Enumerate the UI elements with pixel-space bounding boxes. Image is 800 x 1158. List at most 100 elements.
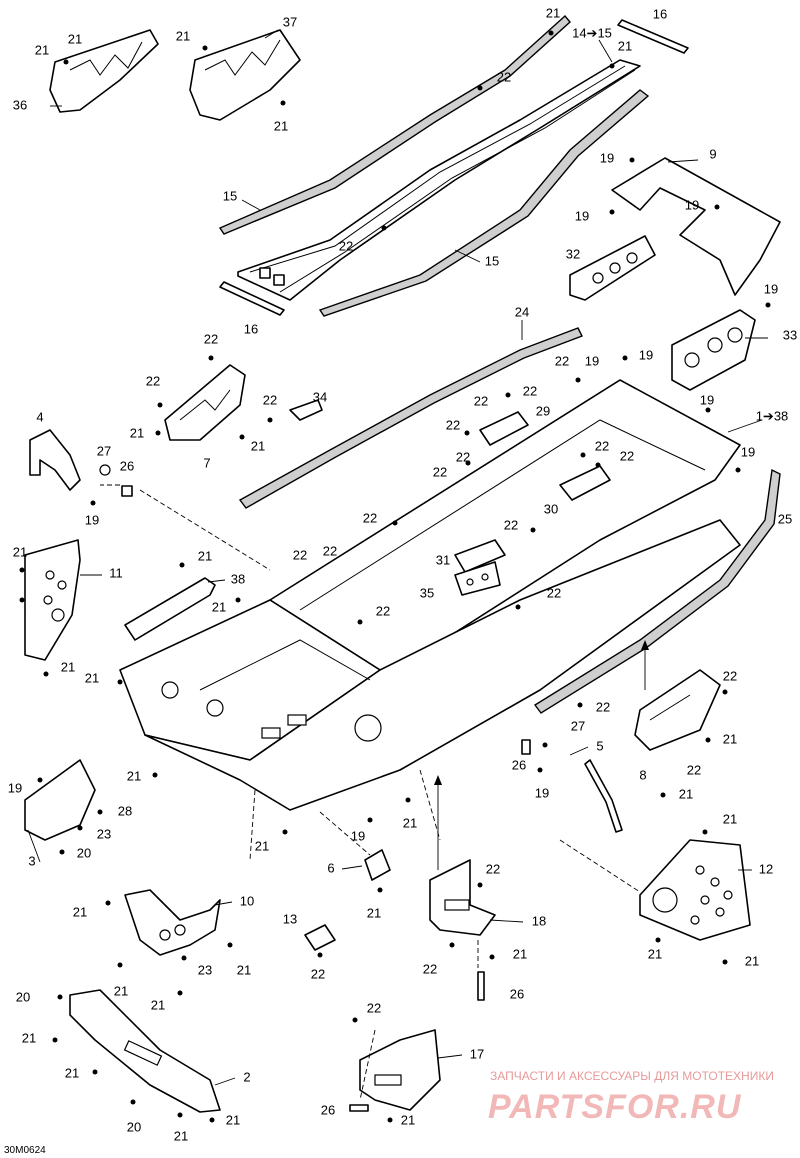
- callout-label: 22: [323, 543, 337, 558]
- callout-label: 22: [547, 585, 561, 600]
- bumper-block: [273, 274, 285, 286]
- callout-label: 28: [118, 803, 132, 818]
- callout-label: 22: [687, 762, 701, 777]
- callout-label: 20: [77, 845, 91, 860]
- callout-label: 22: [555, 353, 569, 368]
- callout-label: 18: [532, 913, 546, 928]
- plate-32: [569, 235, 656, 301]
- bracket-35: [454, 561, 501, 596]
- callout-label: 21: [151, 997, 165, 1012]
- callout-label: 22: [363, 510, 377, 525]
- callout-label: 23: [198, 962, 212, 977]
- callout-label: 22: [293, 547, 307, 562]
- hardware: [19, 30, 771, 1123]
- callout-label: 19: [575, 208, 589, 223]
- callout-label: 32: [566, 246, 580, 261]
- callout-label: 27: [97, 443, 111, 458]
- callout-label: 20: [127, 1119, 141, 1134]
- callout-label: 35: [420, 585, 434, 600]
- callout-label: 21: [546, 5, 560, 20]
- callout-label: 19: [639, 347, 653, 362]
- callout-label: 2: [243, 1069, 250, 1084]
- callout-label: 26: [512, 757, 526, 772]
- callout-label: 21: [68, 31, 82, 46]
- callout-label: 22: [146, 373, 160, 388]
- bar-16-top: [617, 19, 689, 54]
- clip-34: [289, 399, 323, 421]
- callout-label: 24: [515, 304, 529, 319]
- callout-label: 30: [544, 501, 558, 516]
- callout-label: 1➔38: [756, 408, 789, 423]
- callout-label: 22: [504, 517, 518, 532]
- callout-label: 22: [339, 238, 353, 253]
- callout-label: 11: [109, 565, 123, 580]
- main-frame: [119, 379, 741, 811]
- callout-label: 21: [73, 904, 87, 919]
- callout-label: 21: [176, 28, 190, 43]
- bar-38: [124, 577, 216, 641]
- callout-label: 34: [313, 389, 327, 404]
- handle-4: [29, 429, 81, 491]
- callout-label: 19: [700, 392, 714, 407]
- callout-label: 17: [470, 1046, 484, 1061]
- callout-label: 21: [251, 438, 265, 453]
- bar-5: [584, 759, 623, 833]
- bar-16-bottom: [219, 281, 285, 316]
- callout-label: 21: [401, 1112, 415, 1127]
- callout-label: 19: [600, 150, 614, 165]
- watermark-brand: PARTSFOR.RU: [488, 1088, 742, 1126]
- bracket-29: [479, 411, 529, 446]
- bracket-36: [49, 29, 159, 113]
- callout-label: 22: [311, 966, 325, 981]
- plate-33: [671, 309, 756, 391]
- callout-label: 19: [685, 197, 699, 212]
- callout-label: 8: [639, 767, 646, 782]
- plate-11: [24, 539, 81, 661]
- bracket-17: [359, 1029, 441, 1111]
- bumper-block: [259, 267, 271, 279]
- cross-brace-9: [611, 157, 781, 296]
- callout-label: 21: [723, 811, 737, 826]
- rail-15-upper: [218, 14, 571, 235]
- bracket-30: [559, 465, 611, 501]
- callout-label: 21: [114, 983, 128, 998]
- callout-label: 21: [61, 659, 75, 674]
- callout-label: 15: [485, 253, 499, 268]
- callout-label: 21: [274, 118, 288, 133]
- callout-label: 21: [13, 544, 27, 559]
- callout-label: 3: [28, 853, 35, 868]
- callout-label: 26: [120, 458, 134, 473]
- bracket-18: [429, 859, 496, 936]
- callout-label: 21: [226, 1112, 240, 1127]
- bracket-31: [454, 539, 506, 573]
- callout-label: 19: [351, 828, 365, 843]
- callout-label: 19: [741, 444, 755, 459]
- callout-label: 22: [204, 331, 218, 346]
- callout-label: 22: [497, 69, 511, 84]
- callout-label: 21: [65, 1065, 79, 1080]
- callout-label: 21: [35, 42, 49, 57]
- callout-label: 22: [723, 668, 737, 683]
- bracket-7: [164, 364, 246, 441]
- rail-24: [238, 327, 583, 509]
- callout-label: 33: [783, 327, 797, 342]
- callout-label: 16: [244, 321, 258, 336]
- callout-label: 22: [595, 438, 609, 453]
- bracket-6: [364, 849, 391, 881]
- callout-label: 9: [709, 146, 716, 161]
- callout-label: 19: [585, 353, 599, 368]
- bracket-8: [634, 669, 721, 751]
- callout-label: 22: [474, 393, 488, 408]
- callout-label: 37: [283, 14, 297, 29]
- callout-label: 21: [367, 905, 381, 920]
- callout-label: 21: [745, 953, 759, 968]
- callout-label: 19: [8, 780, 22, 795]
- callout-label: 22: [263, 392, 277, 407]
- callout-label: 29: [536, 403, 550, 418]
- callout-label: 21: [130, 425, 144, 440]
- callout-label: 26: [510, 986, 524, 1001]
- callout-label: 31: [436, 552, 450, 567]
- callout-label: 6: [327, 860, 334, 875]
- callout-label: 16: [653, 6, 667, 21]
